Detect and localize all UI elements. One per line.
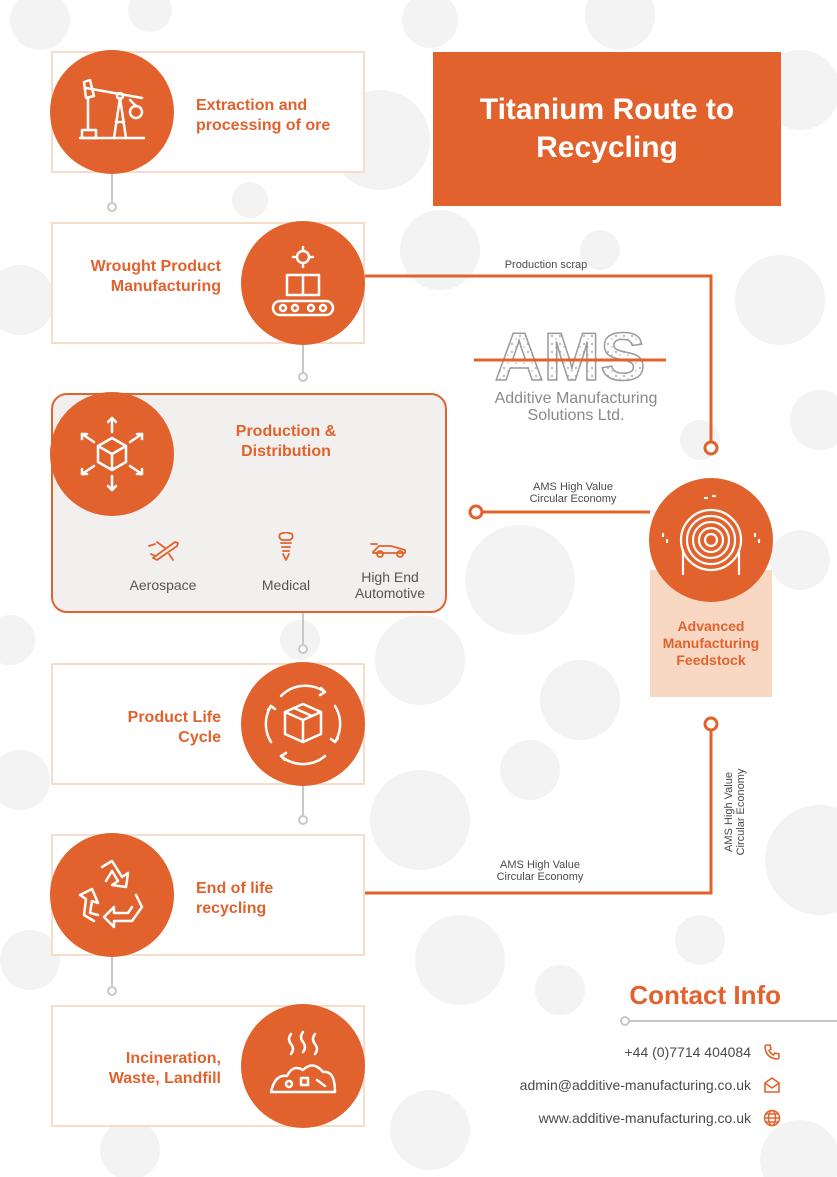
ams-logo-subtitle: Additive Manufacturing Solutions Ltd. xyxy=(494,390,658,424)
label-production-scrap: Production scrap xyxy=(504,259,588,271)
sector-label-medical: Medical xyxy=(261,577,311,593)
contact-email[interactable]: admin@additive-manufacturing.co.uk xyxy=(519,1077,751,1093)
diagram-title: Titanium Route to Recycling xyxy=(433,52,781,206)
step-label-recycling: End of life recycling xyxy=(196,880,274,917)
sector-label-aerospace: Aerospace xyxy=(129,577,197,593)
oil-pump-icon xyxy=(78,78,146,140)
airplane-icon xyxy=(148,541,179,561)
label-circular-economy-right: AMS High Value Circular Economy xyxy=(723,768,747,856)
globe-icon xyxy=(763,1109,781,1127)
landfill-icon xyxy=(269,1030,337,1094)
recycle-icon xyxy=(78,859,144,929)
step-circle-extraction xyxy=(50,50,174,174)
step-label-extraction: Extraction and processing of ore xyxy=(196,97,331,134)
contact-phone[interactable]: +44 (0)7714 404084 xyxy=(624,1044,752,1060)
label-circular-economy-top: AMS High Value Circular Economy xyxy=(529,481,617,505)
wire-spool-icon xyxy=(661,494,761,576)
step-label-production: Production & Distribution xyxy=(235,423,337,460)
label-circular-economy-bottom: AMS High Value Circular Economy xyxy=(496,859,584,883)
step-circle-recycling xyxy=(50,833,174,957)
step-circle-lifecycle xyxy=(241,662,365,786)
step-circle-wrought xyxy=(241,221,365,345)
svg-text:AMS: AMS xyxy=(494,319,645,395)
step-circle-production xyxy=(50,392,174,516)
feedstock-label: Advanced Manufacturing Feedstock xyxy=(662,618,760,668)
step-circle-landfill xyxy=(241,1004,365,1128)
race-car-icon xyxy=(370,543,406,558)
ams-logo: AMS xyxy=(474,318,666,396)
sector-label-automotive: High End Automotive xyxy=(354,569,426,601)
box-cycle-icon xyxy=(264,684,342,766)
feedstock-circle xyxy=(649,478,773,602)
contact-website[interactable]: www.additive-manufacturing.co.uk xyxy=(538,1110,751,1126)
conveyor-factory-icon xyxy=(271,245,335,317)
contact-title: Contact Info xyxy=(629,980,781,1010)
step-label-lifecycle: Product Life Cycle xyxy=(127,709,221,746)
step-label-landfill: Incineration, Waste, Landfill xyxy=(108,1050,221,1087)
contact-website-row: www.additive-manufacturing.co.uk xyxy=(539,1107,781,1129)
phone-icon xyxy=(764,1044,780,1060)
dental-implant-icon xyxy=(278,532,294,561)
envelope-icon xyxy=(764,1077,780,1093)
distribution-cube-icon xyxy=(80,416,144,492)
contact-email-row: admin@additive-manufacturing.co.uk xyxy=(520,1074,781,1096)
contact-phone-row: +44 (0)7714 404084 xyxy=(625,1041,782,1063)
step-label-wrought: Wrought Product Manufacturing xyxy=(90,258,221,295)
